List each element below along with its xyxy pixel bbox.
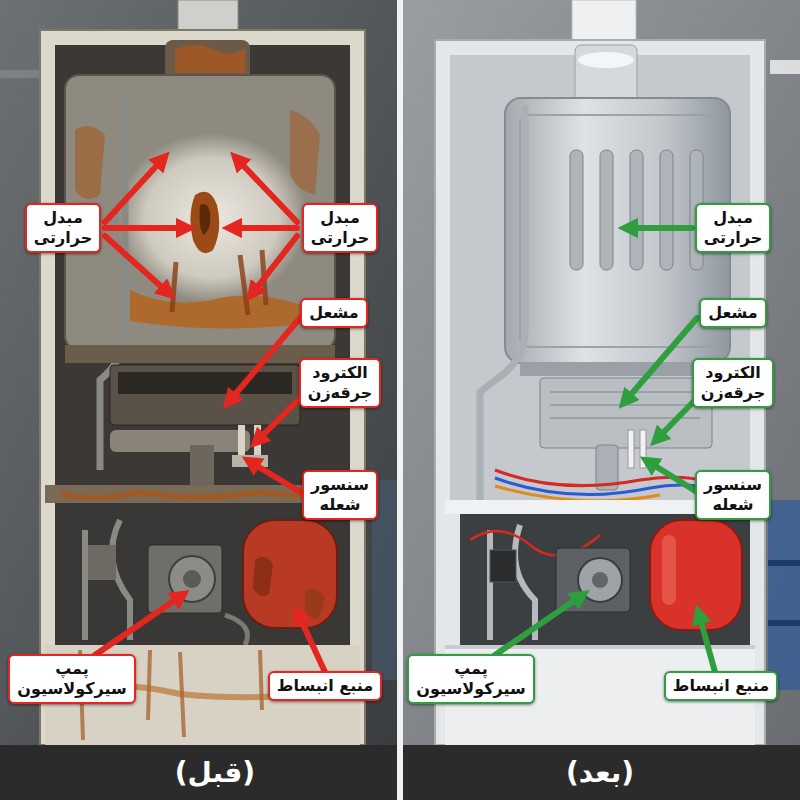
leader-arrow [628, 318, 697, 398]
dirty-boiler [130, 290, 310, 329]
leader-arrow [632, 225, 692, 231]
leader-arrow [232, 318, 300, 398]
clean-boiler [578, 52, 634, 68]
leader-arrow [105, 225, 182, 231]
part-label-box: پمپ سیرکولاسیون [8, 654, 135, 704]
clean-boiler [592, 572, 608, 588]
part-label-box: منبع انبساط [664, 671, 778, 701]
panel-caption: (قبل) [175, 756, 255, 789]
part-label-box: منبع انبساط [268, 671, 382, 701]
dirty-boiler [190, 445, 214, 485]
leader-arrow [652, 464, 697, 492]
leader-arrow [236, 225, 297, 231]
dirty-boiler [88, 545, 116, 580]
clean-boiler [520, 115, 715, 347]
dirty-boiler [118, 372, 292, 394]
dirty-boiler [200, 204, 211, 235]
clean-boiler [630, 150, 643, 270]
dirty-boiler [65, 75, 335, 350]
part-name: مشعل [309, 303, 359, 323]
dirty-boiler [65, 345, 335, 363]
clean-boiler [600, 150, 613, 270]
panel-caption: (بعد) [566, 756, 634, 789]
leader-arrow [105, 236, 165, 290]
background [770, 60, 800, 74]
dirty-boiler [243, 520, 337, 628]
part-label-box: سنسور شعله [302, 470, 378, 520]
leader-arrow [300, 618, 325, 672]
leader-arrow [700, 618, 715, 672]
dirty-boiler [110, 365, 300, 425]
part-label-box: پمپ سیرکولاسیون [407, 654, 534, 704]
clean-boiler [540, 378, 712, 448]
part-name: پمپ سیرکولاسیون [17, 659, 126, 699]
part-name: سنسور شعله [311, 475, 369, 515]
clean-boiler [435, 40, 765, 745]
background [768, 560, 800, 566]
clean-boiler [650, 520, 742, 630]
clean-boiler [662, 535, 676, 605]
clean-boiler [495, 486, 660, 501]
dirty-boiler [148, 545, 222, 613]
dirty-boiler [172, 250, 266, 315]
dirty-boiler [190, 192, 219, 254]
leader-arrow [254, 464, 300, 492]
clean-boiler [450, 55, 750, 505]
dirty-boiler [75, 126, 105, 199]
leader-arrow [240, 162, 297, 222]
dirty-boiler [232, 455, 268, 467]
part-label-box: مبدل حرارتی [695, 203, 771, 253]
clean-boiler [640, 430, 646, 468]
part-name: سنسور شعله [704, 475, 762, 515]
part-label-box: مبدل حرارتی [25, 203, 101, 253]
dirty-boiler [305, 589, 325, 618]
part-name: مبدل حرارتی [34, 208, 92, 248]
background [0, 0, 400, 745]
background [0, 70, 40, 78]
clean-boiler [480, 105, 525, 500]
background [768, 500, 800, 690]
frame [397, 0, 403, 800]
part-name: الکترود جرقه‌زن [701, 363, 766, 403]
clean-boiler [628, 430, 634, 468]
part-name: مبدل حرارتی [311, 208, 369, 248]
part-label-box: سنسور شعله [695, 470, 771, 520]
part-name: الکترود جرقه‌زن [308, 363, 373, 403]
leader-arrow [95, 598, 178, 655]
dirty-boiler [169, 556, 215, 602]
dirty-boiler [253, 557, 273, 596]
clean-boiler [660, 150, 673, 270]
clean-boiler [578, 558, 622, 602]
clean-boiler [490, 550, 516, 582]
part-label-box: مشعل [699, 298, 767, 328]
clean-boiler [435, 0, 765, 745]
leader-arrow [105, 162, 160, 222]
background [400, 0, 800, 745]
part-label-box: الکترود جرقه‌زن [299, 358, 382, 408]
dirty-boiler [225, 615, 248, 645]
leader-arrow [495, 598, 578, 655]
background [768, 620, 800, 626]
leader-arrow [260, 398, 300, 438]
part-label-box: مبدل حرارتی [302, 203, 378, 253]
clean-boiler [460, 514, 750, 645]
part-name: مبدل حرارتی [704, 208, 762, 248]
part-label-box: مشعل [300, 298, 368, 328]
dirty-boiler [183, 570, 201, 588]
dirty-boiler [117, 133, 307, 303]
clean-boiler [570, 150, 583, 270]
dirty-boiler [110, 430, 250, 452]
dirty-boiler [290, 110, 320, 195]
part-label-box: الکترود جرقه‌زن [692, 358, 775, 408]
part-name: مشعل [708, 303, 758, 323]
leader-arrow [255, 236, 297, 290]
part-name: پمپ سیرکولاسیون [416, 659, 525, 699]
dirty-boiler [85, 520, 130, 640]
part-name: منبع انبساط [277, 676, 373, 696]
dirty-boiler [55, 45, 350, 495]
dirty-boiler [175, 45, 245, 73]
part-name: منبع انبساط [673, 676, 769, 696]
